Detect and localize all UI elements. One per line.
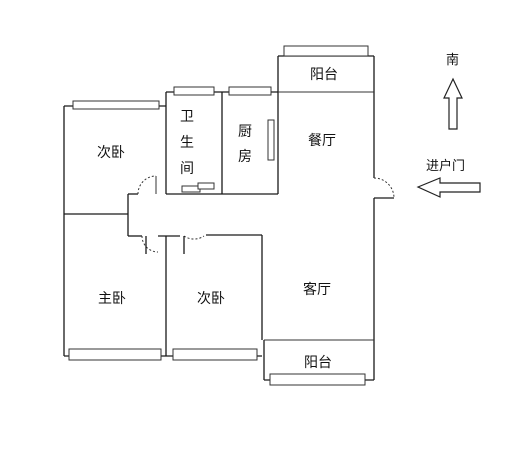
label-balcony-bottom: 阳台 (304, 355, 332, 371)
left-arrow-icon (416, 177, 481, 198)
window-bedroom-nw (72, 100, 160, 110)
label-dining: 餐厅 (308, 133, 336, 149)
label-bath-1: 卫 (180, 109, 194, 125)
window-bath (173, 86, 215, 96)
orientation-indicator: 南 (443, 52, 463, 130)
window-balcony-bottom (269, 373, 366, 386)
north-label: 南 (446, 52, 459, 68)
label-bath-2: 生 (180, 135, 194, 151)
window-kitchen (228, 86, 272, 96)
entrance-indicator: 进户门 (416, 158, 481, 198)
label-bedroom-s: 次卧 (197, 291, 225, 307)
label-bedroom-nw: 次卧 (97, 145, 125, 161)
doors (137, 119, 395, 254)
label-bath-3: 间 (180, 161, 194, 177)
door-bedroom-nw (137, 175, 157, 195)
label-kitchen-2: 房 (238, 149, 252, 165)
label-master: 主卧 (98, 291, 126, 307)
window-bedroom-s (172, 348, 258, 361)
label-balcony-top: 阳台 (310, 67, 338, 83)
window-balcony-top (283, 45, 369, 57)
entrance-label: 进户门 (426, 158, 465, 174)
room-labels: 阳台 卫 生 间 厨 房 餐厅 次卧 主卧 次卧 客厅 阳台 (97, 67, 338, 371)
door-master (141, 235, 159, 253)
door-kitchen-slider (267, 119, 275, 161)
door-entrance (373, 177, 395, 199)
label-living: 客厅 (303, 281, 331, 298)
label-kitchen-1: 厨 (238, 124, 252, 140)
window-master (68, 348, 162, 361)
door-bedroom-s (183, 235, 205, 240)
door-bath (181, 185, 201, 193)
windows (68, 45, 369, 386)
up-arrow-icon (443, 77, 463, 130)
